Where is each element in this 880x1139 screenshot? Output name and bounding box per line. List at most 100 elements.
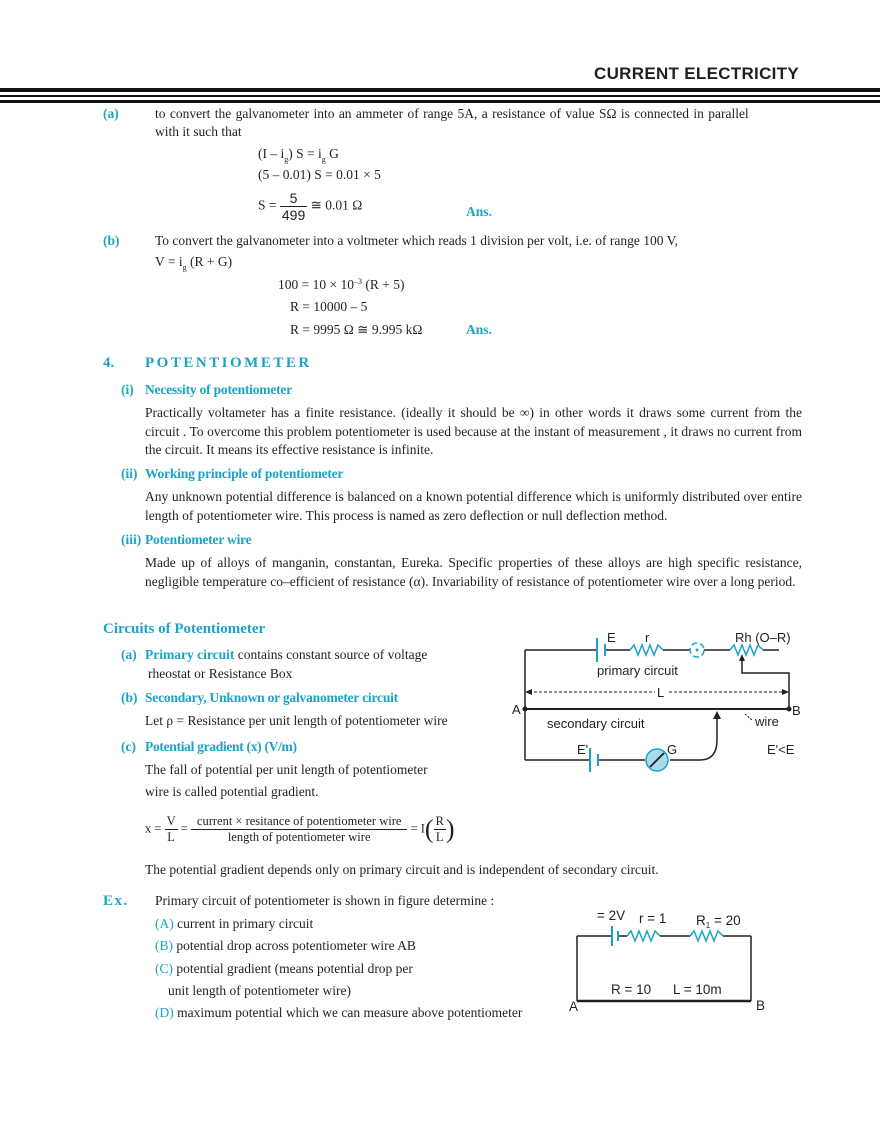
label-condition: E'<E <box>767 742 795 757</box>
fraction-r-over-l: R L <box>433 814 446 845</box>
circuit-a-text2: rheostat or Resistance Box <box>148 666 293 681</box>
example-item-d: (D) maximum potential which we can measu… <box>155 1005 522 1021</box>
part-a-eq2: (5 – 0.01) S = 0.01 × 5 <box>258 167 381 182</box>
eq-sub: g <box>284 155 289 164</box>
eq-sup: –3 <box>353 277 362 286</box>
subsection-ii-title: Working principle of potentiometer <box>145 466 344 481</box>
eq-text: x = <box>145 821 165 836</box>
subsection-ii-body: Any unknown potential difference is bala… <box>145 489 802 523</box>
part-b-label: (b) <box>103 233 120 248</box>
subsection-ii-label: (ii) <box>121 466 138 481</box>
eq-text: ) S = i <box>288 146 322 161</box>
header-rule-thin-2 <box>0 100 880 103</box>
label-b: B <box>792 703 801 718</box>
battery-e-prime-icon <box>589 748 599 772</box>
fraction-numerator: 5 <box>279 190 308 207</box>
fraction-numerator: V <box>164 814 178 830</box>
header-rule-thick <box>0 88 880 92</box>
label-emf: = 2V <box>597 908 625 923</box>
paren-close: ) <box>445 814 455 844</box>
rheostat-icon <box>729 642 764 658</box>
example-item-c: (C) potential gradient (means potential … <box>155 961 413 977</box>
part-a-label: (a) <box>103 106 119 121</box>
item-text: unit length of potentiometer wire) <box>168 983 351 998</box>
item-text: current in primary circuit <box>173 916 314 931</box>
section-title: POTENTIOMETER <box>145 355 312 371</box>
eq-text: V = i <box>155 254 183 269</box>
part-a-text-line2: with it such that <box>155 124 242 139</box>
eq-text: 100 = 10 × 10 <box>278 277 354 292</box>
eq-text: (I – i <box>258 146 285 161</box>
header-rule-thin-1 <box>0 95 880 97</box>
item-label: (B) <box>155 938 173 953</box>
potential-gradient-formula: x = V L = current × resitance of potenti… <box>145 814 455 845</box>
circuit-c-label: (c) <box>121 739 136 754</box>
fraction-current-resistance: current × resitance of potentiometer wir… <box>190 814 408 845</box>
circuit-a-text: Primary circuit contains constant source… <box>145 647 427 663</box>
eq-text: G <box>325 146 339 161</box>
example-intro: Primary circuit of potentiometer is show… <box>155 893 495 908</box>
subsection-iii-label: (iii) <box>121 532 142 547</box>
circuit-c-title: Potential gradient (x) (V/m) <box>145 739 297 754</box>
eq-text: = I <box>410 821 425 836</box>
item-label: (D) <box>155 1005 174 1020</box>
label-a: A <box>569 999 578 1014</box>
fraction-denominator: L <box>167 830 175 844</box>
key-icon <box>689 642 705 658</box>
part-b-text-line1: To convert the galvanometer into a voltm… <box>155 233 679 248</box>
example-item-b: (B) potential drop across potentiometer … <box>155 938 416 954</box>
label-length: L = 10m <box>673 982 722 997</box>
example-label: Ex. <box>103 893 129 909</box>
potentiometer-circuit-diagram: E r Rh (O–R) primary circuit L A B secon… <box>512 630 801 772</box>
galvanometer-icon <box>645 748 669 772</box>
label-b: B <box>756 998 765 1013</box>
eq-text: = <box>180 821 191 836</box>
label-rheostat: Rh (O–R) <box>735 630 791 645</box>
part-b-eq2: R = 10000 – 5 <box>290 299 368 314</box>
battery-icon <box>611 926 619 946</box>
subsection-iii-title: Potentiometer wire <box>145 532 252 547</box>
label-r: r <box>645 630 650 645</box>
circuits-title: Circuits of Potentiometer <box>103 621 266 637</box>
section-number: 4. <box>103 355 115 371</box>
fraction-denominator: L <box>435 830 444 844</box>
example-item-a: (A) current in primary circuit <box>155 916 313 932</box>
label-r1-val: = 20 <box>710 913 740 928</box>
label-primary-circuit: primary circuit <box>597 663 678 678</box>
label-e-prime: E' <box>577 742 588 757</box>
label-r1: R1 = 20 <box>696 913 741 930</box>
fraction-denominator: length of potentiometer wire <box>227 830 371 844</box>
circuit-c-text1: The fall of potential per unit length of… <box>145 762 428 777</box>
label-r: r = 1 <box>639 911 666 926</box>
fraction: 5 499 <box>279 190 308 223</box>
circuit-b-title: Secondary, Unknown or galvanometer circu… <box>145 690 398 705</box>
circuit-a-text1: contains constant source of voltage <box>234 647 428 662</box>
label-r1-sub: 1 <box>706 921 711 930</box>
item-label: (A) <box>155 916 174 931</box>
circuit-a-title: Primary circuit <box>145 647 235 662</box>
example-item-c-cont: unit length of potentiometer wire) <box>168 983 351 999</box>
battery-e-icon <box>596 638 606 662</box>
eq-sub: g <box>321 155 326 164</box>
item-text: potential gradient (means potential drop… <box>173 961 413 976</box>
label-wire: wire <box>754 714 779 729</box>
label-a: A <box>512 702 521 717</box>
eq-text: (R + G) <box>186 254 233 269</box>
label-r1-main: R <box>696 913 706 928</box>
circuit-b-text: Let ρ = Resistance per unit length of po… <box>145 713 448 728</box>
part-b-eq3: R = 9995 Ω ≅ 9.995 kΩ <box>290 322 423 337</box>
fraction-numerator: current × resitance of potentiometer wir… <box>190 814 408 830</box>
resistor-r-icon <box>626 928 661 944</box>
eq-sub: g <box>182 263 187 272</box>
resistor-r1-icon <box>689 928 724 944</box>
item-text: maximum potential which we can measure a… <box>173 1005 523 1020</box>
resistor-r-icon <box>629 642 664 658</box>
fraction-v-over-l: V L <box>164 814 178 845</box>
part-b-ans: Ans. <box>466 322 492 337</box>
part-b-eq1: 100 = 10 × 10–3 (R + 5) <box>278 277 404 293</box>
eq-text: ≅ 0.01 Ω <box>310 197 363 213</box>
fraction-denominator: 499 <box>281 207 306 223</box>
page-header-title: CURRENT ELECTRICITY <box>594 64 799 83</box>
part-a-ans: Ans. <box>466 204 492 219</box>
example-circuit-diagram: = 2V r = 1 R1 = 20 R = 10 L = 10m A B <box>569 908 765 1014</box>
